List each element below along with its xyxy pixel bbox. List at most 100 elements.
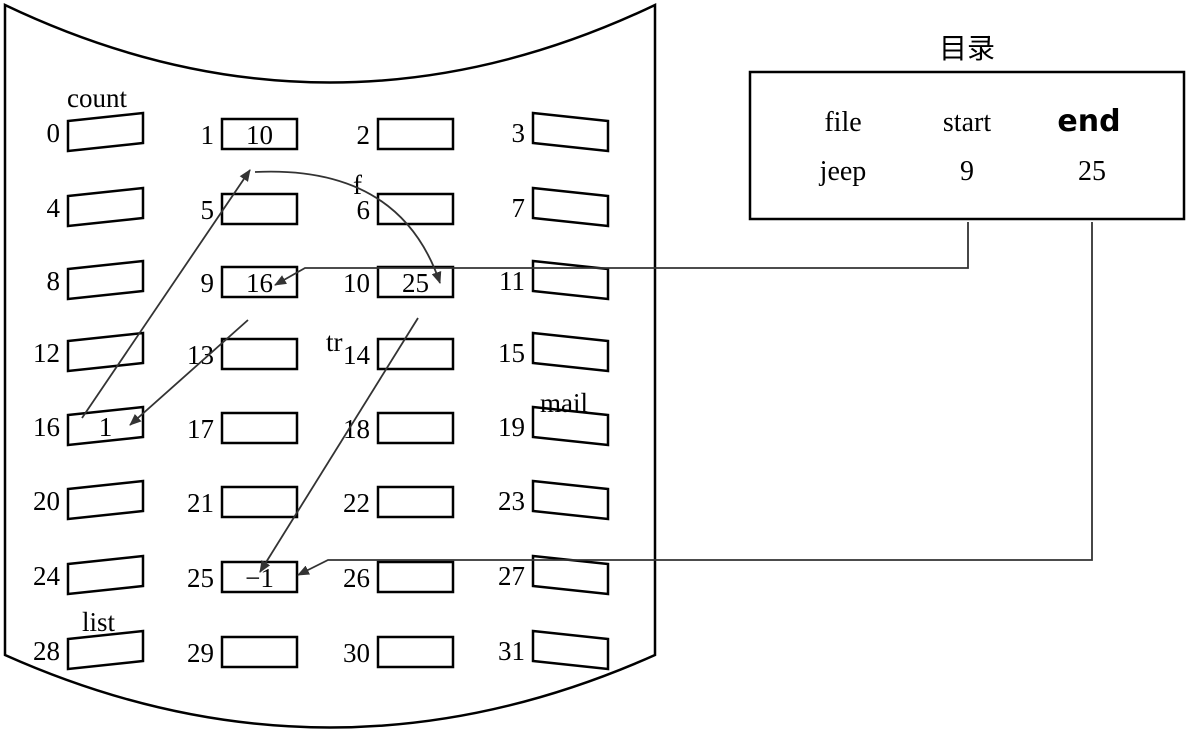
link-arrow-16-to-1 xyxy=(81,169,251,419)
block-number: 19 xyxy=(498,412,525,442)
disk-block: 28 xyxy=(33,629,145,671)
start-pointer-arrow xyxy=(274,222,969,286)
link-arrow-10-to-25 xyxy=(259,317,419,573)
block-number: 15 xyxy=(498,338,525,368)
disk-block: 25 −1 xyxy=(187,560,299,594)
disk-block: 23 xyxy=(498,479,610,521)
disk-block: 3 xyxy=(512,111,610,153)
block-number: 18 xyxy=(343,414,370,444)
block-box xyxy=(220,117,299,151)
disk-block: 22 xyxy=(343,485,455,519)
block-number: 20 xyxy=(33,486,60,516)
block-number: 5 xyxy=(201,195,215,225)
block-box xyxy=(531,629,610,671)
block-box xyxy=(66,186,145,228)
block-number: 0 xyxy=(47,118,61,148)
block-number: 6 xyxy=(357,195,371,225)
disk-block: 21 xyxy=(187,485,299,519)
block-number: 14 xyxy=(343,340,371,370)
disk-block: 5 xyxy=(201,192,299,226)
block-box xyxy=(66,331,145,373)
file-label-f: f xyxy=(353,170,362,200)
block-number: 22 xyxy=(343,488,370,518)
block-number: 4 xyxy=(47,193,61,223)
block-number: 27 xyxy=(498,561,525,591)
directory-header-file: file xyxy=(824,107,861,138)
disk-block: 7 xyxy=(512,186,610,228)
disk-block: 26 xyxy=(343,560,455,594)
block-box xyxy=(220,411,299,445)
block-box xyxy=(376,485,455,519)
block-number: 21 xyxy=(187,488,214,518)
disk-block: 30 xyxy=(343,635,455,669)
disk-block: 17 xyxy=(187,411,299,445)
block-number: 9 xyxy=(201,268,215,298)
block-box xyxy=(531,186,610,228)
block-box xyxy=(531,111,610,153)
block-number: 8 xyxy=(47,266,61,296)
block-next-pointer: 16 xyxy=(246,268,273,298)
disk-block: 20 xyxy=(33,479,145,521)
disk-block: 18 xyxy=(343,411,455,445)
disk-block: 29 xyxy=(187,635,299,669)
block-box xyxy=(376,192,455,226)
directory-row-start: 9 xyxy=(960,156,974,187)
block-number: 30 xyxy=(343,638,370,668)
block-box xyxy=(531,479,610,521)
disk-block: 14 xyxy=(343,337,455,371)
directory-row-end: 25 xyxy=(1078,156,1106,187)
block-number: 23 xyxy=(498,486,525,516)
block-box xyxy=(66,111,145,153)
block-box xyxy=(376,411,455,445)
block-number: 29 xyxy=(187,638,214,668)
block-number: 17 xyxy=(187,414,214,444)
disk-block: 0 xyxy=(47,111,145,153)
block-box xyxy=(66,629,145,671)
block-box xyxy=(376,560,455,594)
disk-block: 2 xyxy=(357,117,455,151)
disk-block: 6 xyxy=(357,192,455,226)
disk-block: 12 xyxy=(33,331,145,373)
disk-block: 8 xyxy=(47,259,145,301)
block-box xyxy=(220,485,299,519)
block-number: 31 xyxy=(498,636,525,666)
block-box xyxy=(531,554,610,596)
block-number: 24 xyxy=(33,561,61,591)
disk-block: 9 16 xyxy=(201,265,299,299)
file-label-mail: mail xyxy=(540,388,588,418)
block-number: 1 xyxy=(201,120,215,150)
block-box xyxy=(220,192,299,226)
block-number: 28 xyxy=(33,636,60,666)
block-box xyxy=(531,331,610,373)
block-box xyxy=(66,405,145,447)
block-number: 10 xyxy=(343,268,370,298)
block-box xyxy=(66,479,145,521)
block-box xyxy=(376,635,455,669)
block-box xyxy=(376,337,455,371)
block-number: 3 xyxy=(512,118,526,148)
file-label-tr: tr xyxy=(326,327,343,357)
disk-block: 27 xyxy=(498,554,610,596)
block-box xyxy=(220,560,299,594)
directory-header-end: end xyxy=(1057,104,1120,139)
block-box xyxy=(531,405,610,447)
disk-block: 11 xyxy=(499,259,610,301)
directory-title: 目录 xyxy=(939,32,995,65)
directory-header-start: start xyxy=(943,107,991,138)
block-next-pointer: −1 xyxy=(245,563,274,593)
block-box xyxy=(220,265,299,299)
block-number: 26 xyxy=(343,563,370,593)
link-arrow-9-to-16 xyxy=(129,319,249,426)
block-number: 2 xyxy=(357,120,371,150)
block-next-pointer: 25 xyxy=(402,268,429,298)
block-box xyxy=(531,259,610,301)
disk-block: 19 xyxy=(498,405,610,447)
disk-block: 15 xyxy=(498,331,610,373)
block-box xyxy=(376,117,455,151)
block-number: 7 xyxy=(512,193,526,223)
disk-block: 31 xyxy=(498,629,610,671)
block-number: 25 xyxy=(187,563,214,593)
